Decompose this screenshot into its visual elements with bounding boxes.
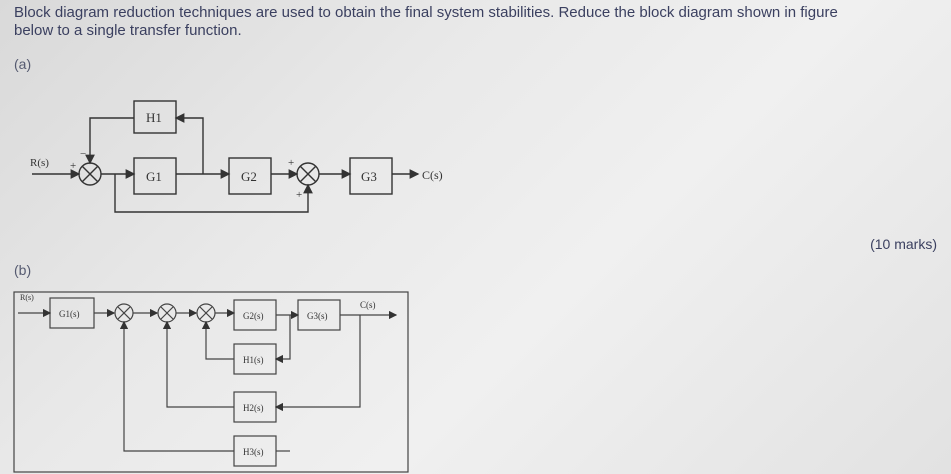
a-sign-s1-left: + [70,160,76,172]
b-output-label: C(s) [360,300,376,310]
a-output-label: C(s) [422,168,443,182]
b-g3-label: G3(s) [307,311,328,321]
part-b-label: (b) [14,262,32,278]
a-block-g1 [133,157,177,195]
a-block-g2 [228,157,272,195]
a-g2-label: G2 [241,169,257,184]
marks-label: (10 marks) [870,236,937,252]
b-summing-junction-3 [196,303,216,323]
a-g1-label: G1 [146,169,162,184]
part-a-label: (a) [14,56,32,72]
b-summing-junction-2 [157,303,177,323]
a-input-label: R(s) [30,157,49,169]
diagram-a [32,100,420,213]
b-frame [13,291,409,473]
a-sign-s2-bottom: + [296,189,302,201]
a-block-g3 [349,157,393,195]
a-summing-junction-1 [78,162,102,186]
b-input-label: R(s) [20,293,34,302]
b-h2-label: H2(s) [243,403,264,413]
b-g2-label: G2(s) [243,311,264,321]
a-sign-s1-top: − [80,148,86,160]
question-text: Block diagram reduction techniques are u… [14,4,944,40]
a-summing-junction-2 [296,162,320,186]
a-h1-label: H1 [146,110,162,125]
b-g1-label: G1(s) [59,309,80,319]
a-g3-label: G3 [361,169,377,184]
question-line-1: Block diagram reduction techniques are u… [14,4,838,21]
question-line-2: below to a single transfer function. [14,22,242,39]
b-summing-junction-1 [114,303,134,323]
b-h3-label: H3(s) [243,447,264,457]
diagram-b [13,291,409,473]
b-h1-label: H1(s) [243,355,264,365]
a-sign-s2-left: + [288,157,294,169]
